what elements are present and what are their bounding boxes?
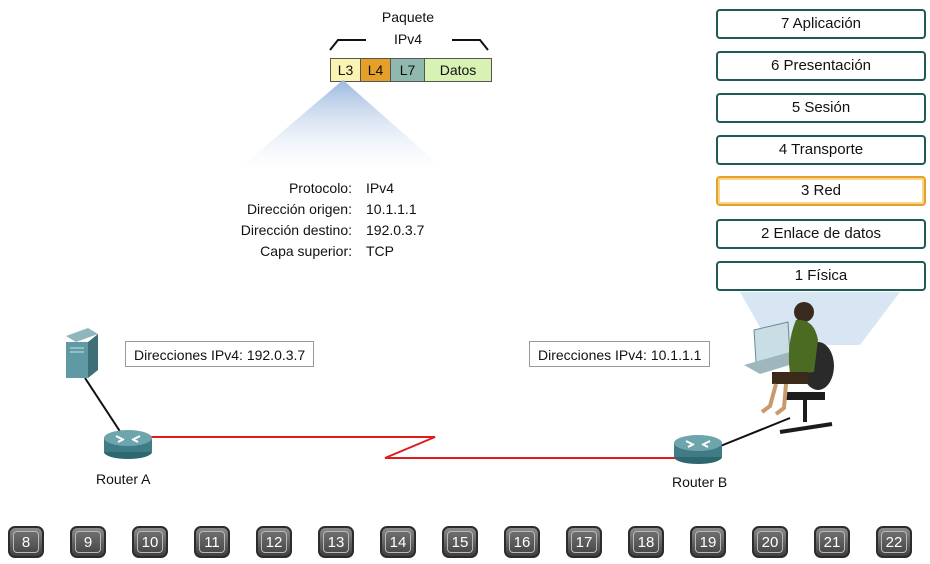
step-button[interactable]: 17 [566,526,602,558]
step-button[interactable]: 9 [70,526,106,558]
step-label: 18 [633,531,659,553]
step-button[interactable]: 22 [876,526,912,558]
osi-layer-4[interactable]: 4 Transporte [716,135,926,165]
step-label: 16 [509,531,535,553]
server-icon [66,328,98,378]
step-label: 15 [447,531,473,553]
network-diagram [66,292,900,464]
step-button[interactable]: 11 [194,526,230,558]
info-value: IPv4 [366,180,395,196]
packet-title-line2: IPv4 [393,31,422,47]
info-value: 10.1.1.1 [366,201,417,217]
step-button[interactable]: 15 [442,526,478,558]
info-row-upper-layer: Capa superior: TCP [200,241,456,262]
packet-seg-l4: L4 [361,59,391,81]
packet-title: Paquete IPv4 [362,6,454,50]
osi-layer-1[interactable]: 1 Física [716,261,926,291]
info-value: 192.0.3.7 [366,222,425,238]
packet-seg-datos: Datos [425,59,491,81]
wan-link [150,436,690,459]
server-address-label: Direcciones IPv4: 192.0.3.7 [125,341,315,367]
step-navigation: 8 9 10 11 12 13 14 15 16 17 18 19 20 21 … [0,525,930,561]
packet-seg-l3: L3 [331,59,361,81]
step-label: 21 [819,531,845,553]
info-row-source: Dirección origen: 10.1.1.1 [200,199,456,220]
osi-layer-3[interactable]: 3 Red [716,176,926,206]
host-address-label: Direcciones IPv4: 10.1.1.1 [529,341,711,367]
packet-bracket [329,39,489,51]
step-label: 13 [323,531,349,553]
step-label: 20 [757,531,783,553]
step-button[interactable]: 21 [814,526,850,558]
osi-layer-2[interactable]: 2 Enlace de datos [716,219,926,249]
step-button[interactable]: 13 [318,526,354,558]
step-label: 10 [137,531,163,553]
router-a-icon [104,430,152,459]
server-link [84,377,124,437]
user-icon [744,302,834,434]
step-label: 8 [13,531,39,553]
info-key: Dirección origen: [246,201,352,217]
info-key: Dirección destino: [240,222,352,238]
step-button[interactable]: 10 [132,526,168,558]
step-button[interactable]: 14 [380,526,416,558]
step-label: 19 [695,531,721,553]
router-b-label: Router B [672,474,728,490]
info-row-destination: Dirección destino: 192.0.3.7 [200,220,456,241]
step-label: 11 [199,531,225,553]
packet-zoom-beam [235,80,447,172]
step-label: 14 [385,531,411,553]
step-button[interactable]: 18 [628,526,664,558]
step-button[interactable]: 19 [690,526,726,558]
packet-seg-l7: L7 [391,59,425,81]
router-a-label: Router A [96,471,151,487]
osi-layer-5[interactable]: 5 Sesión [716,93,926,123]
step-button[interactable]: 20 [752,526,788,558]
step-button[interactable]: 16 [504,526,540,558]
info-key: Protocolo: [288,180,352,196]
step-label: 22 [881,531,907,553]
step-label: 9 [75,531,101,553]
osi-layer-6[interactable]: 6 Presentación [716,51,926,81]
osi-layer-7[interactable]: 7 Aplicación [716,9,926,39]
step-button[interactable]: 12 [256,526,292,558]
info-key: Capa superior: [260,243,352,259]
packet-title-line1: Paquete [381,9,435,25]
ipv4-packet: L3 L4 L7 Datos [330,58,492,82]
info-value: TCP [366,243,394,259]
step-label: 17 [571,531,597,553]
ip-header-info: Protocolo: IPv4 Dirección origen: 10.1.1… [200,178,456,262]
step-label: 12 [261,531,287,553]
router-b-icon [674,435,722,464]
host-link [717,417,791,448]
info-row-protocol: Protocolo: IPv4 [200,178,456,199]
step-button[interactable]: 8 [8,526,44,558]
